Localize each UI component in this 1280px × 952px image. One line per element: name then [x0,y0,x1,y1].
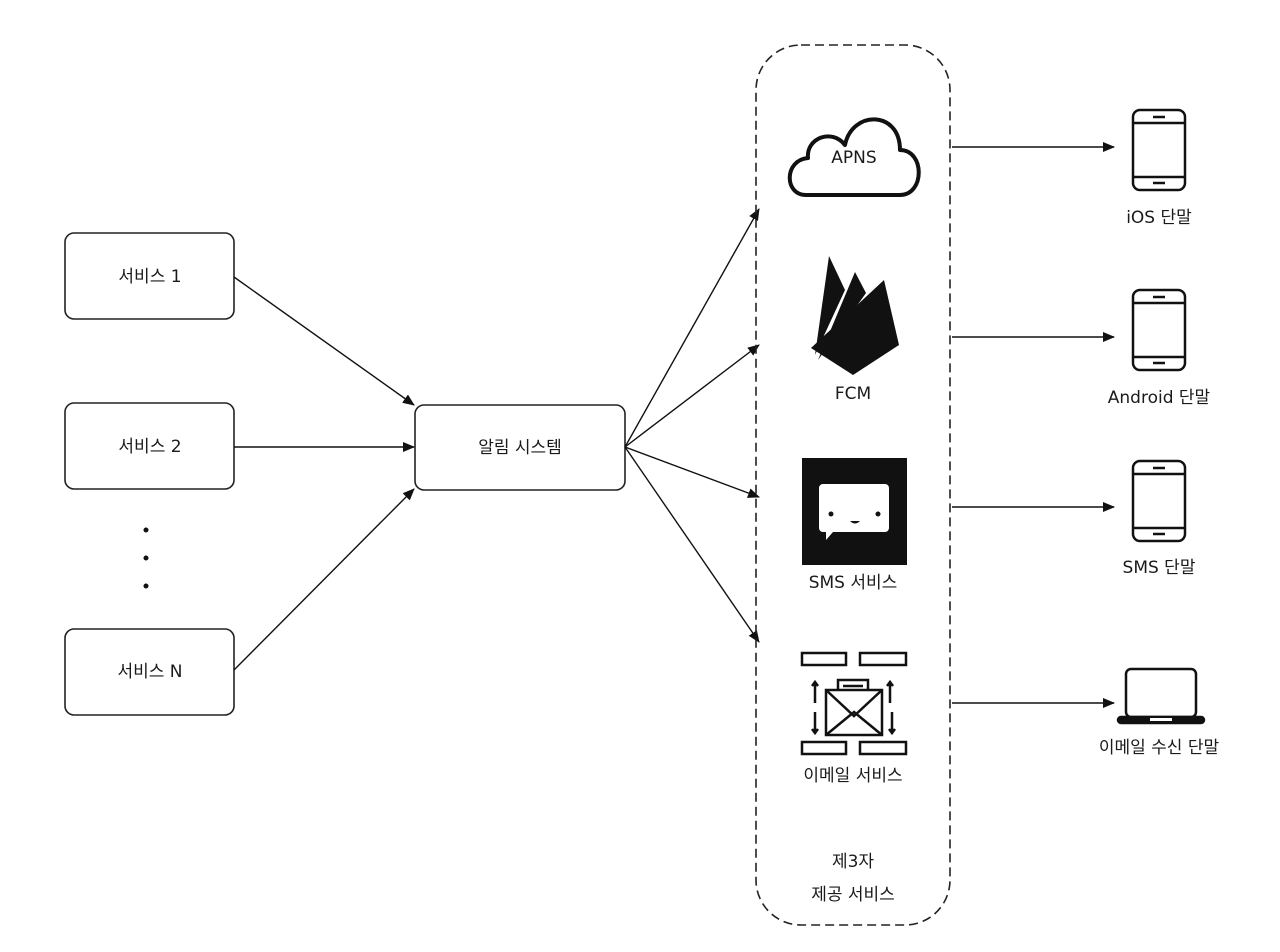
firebase-icon [811,256,899,375]
android-phone-icon [1131,288,1187,372]
service-2-label: 서비스 2 [118,437,181,457]
sms-phone-icon [1131,459,1187,543]
email-server-icon [800,651,908,756]
service-1-label: 서비스 1 [118,267,181,287]
service-n-node: 서비스 N [64,628,235,716]
apns-label: APNS [831,148,876,168]
third-party-label-line2: 제공 서비스 [811,885,895,905]
edge-system-to-sms [624,446,760,498]
third-party-container [755,44,951,926]
ellipsis-dots [143,527,149,589]
service-1-node: 서비스 1 [64,232,235,320]
edge-system-to-apns [624,208,760,448]
sms-device-label: SMS 단말 [1123,558,1196,578]
service-2-node: 서비스 2 [64,402,235,490]
edge-system-to-fcm [624,344,760,448]
service-n-label: 서비스 N [117,662,182,682]
android-device-label: Android 단말 [1108,388,1211,408]
laptop-icon [1116,667,1206,725]
edge-system-to-email [624,446,760,643]
email-device-label: 이메일 수신 단말 [1099,738,1220,758]
sms-service-label: SMS 서비스 [809,573,898,593]
chat-bubble-icon [802,458,907,565]
edge-service1-to-system [233,276,415,406]
ios-phone-icon [1131,108,1187,192]
ios-device-label: iOS 단말 [1126,208,1192,228]
edge-servicen-to-system [233,488,415,671]
email-service-label: 이메일 서비스 [803,766,902,786]
fcm-label: FCM [835,384,871,404]
notification-system-node: 알림 시스템 [414,404,626,491]
third-party-label-line1: 제3자 [832,852,874,872]
cloud-icon [787,117,921,197]
notification-system-label: 알림 시스템 [478,438,562,458]
